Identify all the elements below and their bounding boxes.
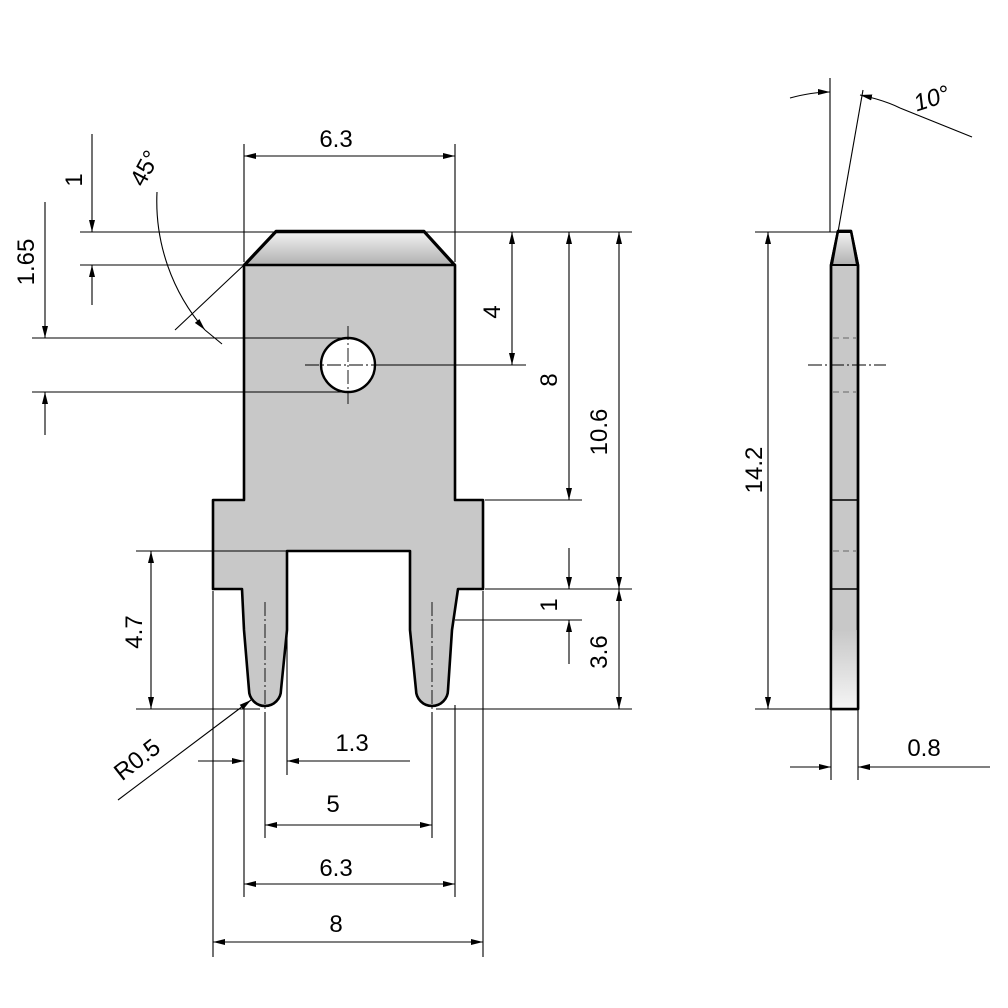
dim-chamfer-height: 1 <box>61 173 88 186</box>
side-view <box>808 229 886 711</box>
dim-step: 1 <box>536 598 563 611</box>
dim-side-angle: 10° <box>910 80 953 117</box>
chamfer-face <box>243 230 456 267</box>
dim-thickness: 0.8 <box>907 735 940 762</box>
dim-hole-depth: 4 <box>479 305 506 318</box>
dim-side-length: 14.2 <box>741 447 768 494</box>
dimension-lines <box>42 89 990 945</box>
dim-chamfer-angle: 45° <box>125 146 166 191</box>
dim-top-width: 6.3 <box>319 126 352 153</box>
dim-pin-tip: 3.6 <box>586 635 613 668</box>
dim-pin-spacing: 5 <box>326 791 339 818</box>
dim-upper-length: 10.6 <box>586 409 613 456</box>
dim-pin-outer-width: 6.3 <box>319 855 352 882</box>
dim-hole-offset: 1.65 <box>13 239 40 286</box>
tab-outline <box>211 229 485 708</box>
dim-pin-length: 4.7 <box>121 615 148 648</box>
dim-pin-width: 1.3 <box>335 730 368 757</box>
dim-body-length: 8 <box>536 373 563 386</box>
extension-lines <box>32 78 864 957</box>
dim-tip-radius: R0.5 <box>109 734 166 786</box>
front-view <box>211 229 485 712</box>
side-tip <box>832 630 857 708</box>
dim-total-width: 8 <box>329 911 342 938</box>
